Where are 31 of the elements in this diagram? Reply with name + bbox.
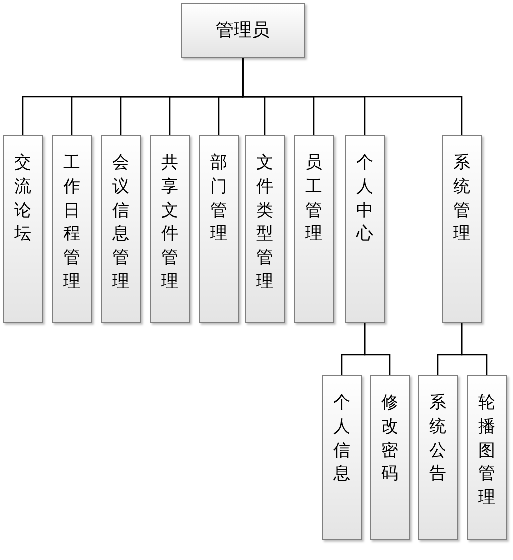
connector-line [364, 323, 391, 375]
node-box [345, 135, 385, 323]
connector-line [242, 58, 463, 135]
node-box [199, 135, 239, 323]
node-box [370, 375, 410, 540]
node-label: 系统管理 [454, 152, 470, 246]
node-box [52, 135, 92, 323]
node-label: 系统公告 [430, 392, 446, 486]
node-box [467, 375, 507, 540]
node-box [181, 3, 305, 58]
node-box [3, 135, 43, 323]
node-label: 交流论坛 [14, 152, 32, 246]
node-label: 会议信息管理 [112, 152, 130, 294]
node-box [442, 135, 482, 323]
node-label: 文件类型管理 [256, 152, 274, 294]
node-box [150, 135, 190, 323]
node-label: 工作日程管理 [64, 152, 80, 294]
node-label: 管理员 [216, 20, 270, 42]
node-box [245, 135, 285, 323]
node-label: 修改密码 [382, 392, 398, 486]
node-label: 个人中心 [356, 152, 374, 246]
node-label: 个人信息 [334, 392, 350, 486]
node-label: 员工管理 [306, 152, 322, 246]
connector-line [461, 323, 488, 375]
node-label: 共享文件管理 [162, 152, 178, 294]
node-box [322, 375, 362, 540]
node-box [101, 135, 141, 323]
node-label: 轮播图管理 [478, 392, 496, 510]
node-box [294, 135, 334, 323]
node-box [418, 375, 458, 540]
node-label: 部门管理 [210, 152, 228, 246]
